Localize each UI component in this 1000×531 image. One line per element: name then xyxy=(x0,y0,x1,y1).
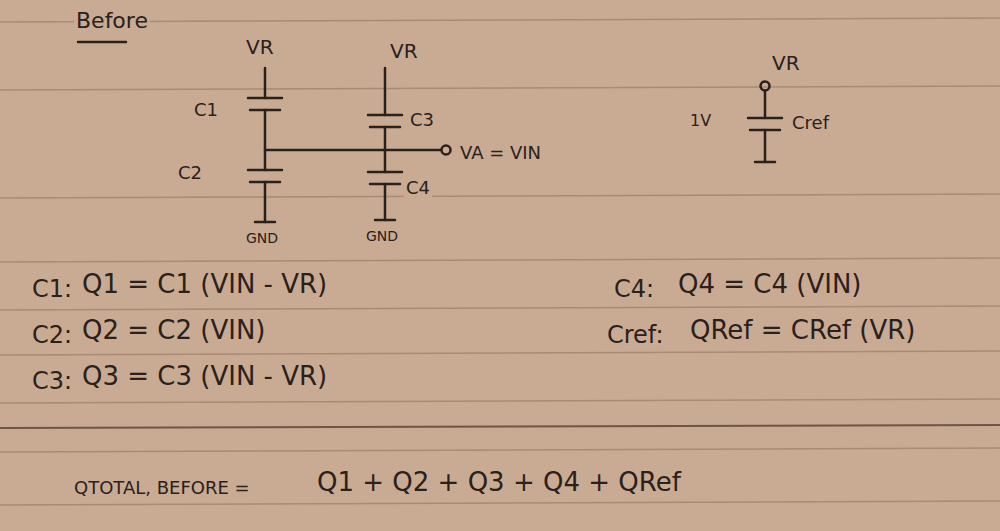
equation-prefix: C1: xyxy=(30,276,74,304)
voltage-label: VR xyxy=(770,52,802,75)
capacitor-label: Cref xyxy=(790,113,831,134)
voltage-label: VR xyxy=(388,40,420,63)
total-charge-label: QTOTAL, BEFORE = xyxy=(72,478,252,499)
node-label: VA = VIN xyxy=(458,143,543,164)
equation-prefix: C2: xyxy=(30,322,74,350)
ruled-lines xyxy=(0,18,1000,505)
capacitor-label: C2 xyxy=(176,163,204,184)
capacitor-label: C1 xyxy=(192,100,220,121)
charge-equation: Q4 = C4 (VIN) xyxy=(676,270,863,300)
capacitor-circuit xyxy=(78,42,782,222)
voltage-label: 1V xyxy=(688,112,713,130)
equation-prefix: Cref: xyxy=(605,322,666,350)
separator-line xyxy=(0,425,1000,428)
page-heading: Before xyxy=(74,8,150,33)
capacitor-label: C4 xyxy=(404,178,432,199)
voltage-label: VR xyxy=(244,36,276,59)
equation-prefix: C4: xyxy=(612,276,656,304)
equation-prefix: C3: xyxy=(30,368,74,396)
ground-label: GND xyxy=(364,228,400,244)
charge-equation: QRef = CRef (VR) xyxy=(688,316,917,346)
ground-label: GND xyxy=(244,230,280,246)
capacitor-label: C3 xyxy=(408,110,436,131)
charge-equation: Q2 = C2 (VIN) xyxy=(80,316,267,346)
total-charge-equation: Q1 + Q2 + Q3 + Q4 + QRef xyxy=(315,468,683,498)
charge-equation: Q3 = C3 (VIN - VR) xyxy=(80,362,329,392)
charge-equation: Q1 = C1 (VIN - VR) xyxy=(80,270,329,300)
